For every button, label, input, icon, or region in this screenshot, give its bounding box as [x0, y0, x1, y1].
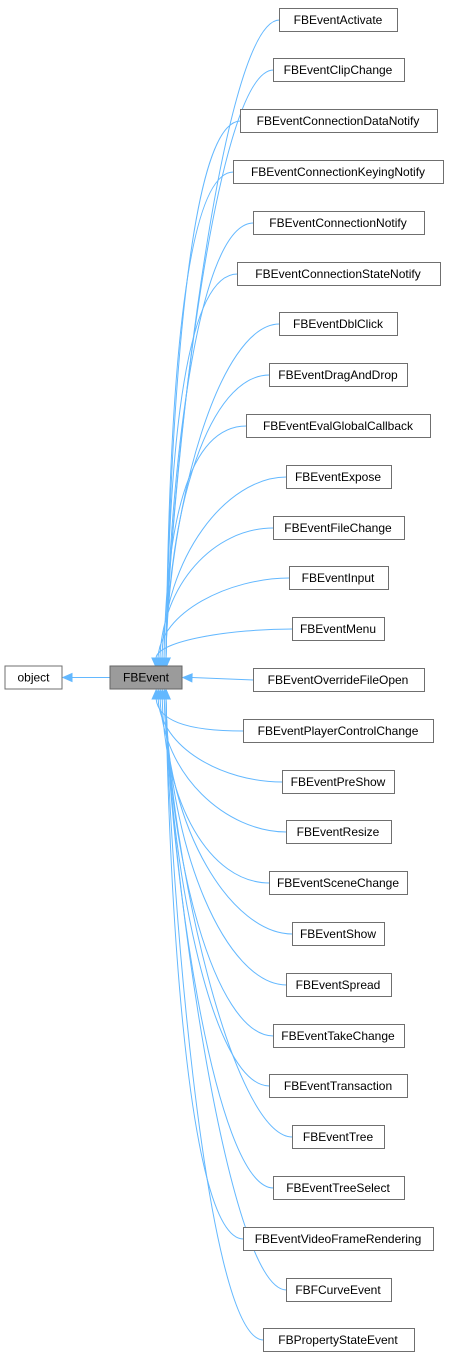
node-fb-event-connection-data-notify[interactable]: FBEventConnectionDataNotify: [240, 109, 438, 133]
node-fb-event-connection-notify-label: FBEventConnectionNotify: [269, 216, 406, 230]
node-object-label: object: [17, 671, 50, 685]
node-fb-event-clip-change-label: FBEventClipChange: [284, 63, 393, 77]
node-fb-event-dbl-click-label: FBEventDblClick: [293, 317, 384, 331]
node-fb-event-override-file-open[interactable]: FBEventOverrideFileOpen: [253, 668, 425, 692]
node-fb-event-connection-keying-notify[interactable]: FBEventConnectionKeyingNotify: [233, 160, 444, 184]
node-fb-event-connection-state-notify-label: FBEventConnectionStateNotify: [255, 267, 420, 281]
arrowhead-fbevent-to-object: [61, 672, 73, 683]
subclass-nodes: FBEventActivateFBEventClipChangeFBEventC…: [233, 8, 444, 1352]
edge-fb-event-connection-notify: [165, 222, 254, 659]
edge-fb-event-take-change: [165, 698, 274, 1037]
node-fb-event-spread-label: FBEventSpread: [296, 978, 381, 992]
node-fbf-curve-event-label: FBFCurveEvent: [295, 1283, 381, 1297]
edge-fb-event-drag-and-drop: [165, 374, 270, 659]
node-fb-event-connection-data-notify-label: FBEventConnectionDataNotify: [257, 114, 420, 128]
edge-fb-event-file-change: [159, 527, 274, 659]
edge-fb-event-video-frame-rendering: [165, 698, 244, 1240]
edge-fb-event-override-file-open: [191, 677, 254, 681]
node-fb-event-drag-and-drop-label: FBEventDragAndDrop: [278, 368, 398, 382]
node-fb-event-dbl-click[interactable]: FBEventDblClick: [279, 312, 398, 336]
node-fb-event-input-label: FBEventInput: [302, 571, 375, 585]
node-fb-event-take-change-label: FBEventTakeChange: [281, 1029, 395, 1043]
node-fb-event-pre-show[interactable]: FBEventPreShow: [282, 770, 395, 794]
edge-fb-event-connection-state-notify: [165, 273, 238, 659]
edge-fb-property-state-event: [165, 698, 264, 1341]
node-fb-event-expose-label: FBEventExpose: [295, 470, 381, 484]
edge-fb-event-dbl-click: [165, 323, 280, 659]
arrowhead-fb-event-override-file-open: [181, 673, 193, 683]
node-fb-event-override-file-open-label: FBEventOverrideFileOpen: [268, 673, 409, 687]
node-fb-event-tree[interactable]: FBEventTree: [292, 1125, 385, 1149]
node-fb-event-drag-and-drop[interactable]: FBEventDragAndDrop: [269, 363, 408, 387]
node-fb-event-resize-label: FBEventResize: [297, 825, 380, 839]
edge-fb-event-clip-change: [165, 69, 274, 659]
edge-fb-event-player-control-change: [155, 698, 244, 732]
node-fb-event-spread[interactable]: FBEventSpread: [286, 973, 392, 997]
node-fb-event-player-control-change[interactable]: FBEventPlayerControlChange: [243, 719, 434, 743]
node-fb-event-show-label: FBEventShow: [300, 927, 376, 941]
node-fbf-curve-event[interactable]: FBFCurveEvent: [286, 1278, 392, 1302]
node-fb-event-activate[interactable]: FBEventActivate: [279, 8, 398, 32]
node-fbevent-label: FBEvent: [123, 671, 170, 685]
node-fb-event-file-change[interactable]: FBEventFileChange: [273, 516, 405, 540]
edge-fb-event-tree: [165, 698, 293, 1138]
node-fb-event-eval-global-callback[interactable]: FBEventEvalGlobalCallback: [246, 414, 431, 438]
node-fb-event-expose[interactable]: FBEventExpose: [286, 465, 392, 489]
edge-fb-event-tree-select: [165, 698, 274, 1189]
edge-fb-event-input: [157, 577, 290, 659]
node-fb-event-scene-change-label: FBEventSceneChange: [277, 876, 399, 890]
node-fb-event-take-change[interactable]: FBEventTakeChange: [273, 1024, 405, 1048]
node-fb-event-pre-show-label: FBEventPreShow: [291, 775, 386, 789]
node-fb-event-connection-keying-notify-label: FBEventConnectionKeyingNotify: [251, 165, 425, 179]
node-fb-event-eval-global-callback-label: FBEventEvalGlobalCallback: [263, 419, 414, 433]
node-fb-event-tree-select-label: FBEventTreeSelect: [286, 1181, 390, 1195]
node-fb-event-player-control-change-label: FBEventPlayerControlChange: [258, 724, 419, 738]
node-fb-event-file-change-label: FBEventFileChange: [284, 521, 392, 535]
node-fb-event-activate-label: FBEventActivate: [294, 13, 383, 27]
node-fb-event-tree-select[interactable]: FBEventTreeSelect: [273, 1176, 405, 1200]
node-fb-event-menu-label: FBEventMenu: [300, 622, 376, 636]
node-fb-event-scene-change[interactable]: FBEventSceneChange: [269, 871, 408, 895]
node-fb-event-transaction-label: FBEventTransaction: [284, 1079, 392, 1093]
node-fb-event-connection-notify[interactable]: FBEventConnectionNotify: [253, 211, 425, 235]
node-object[interactable]: object: [4, 665, 63, 690]
node-fb-event-input[interactable]: FBEventInput: [289, 566, 389, 590]
node-fb-event-clip-change[interactable]: FBEventClipChange: [273, 58, 405, 82]
node-fb-event-show[interactable]: FBEventShow: [292, 922, 385, 946]
edge-fb-event-eval-global-callback: [163, 425, 247, 659]
edge-fbf-curve-event: [165, 698, 287, 1291]
edge-fb-event-connection-keying-notify: [165, 171, 234, 659]
inheritance-edges: [61, 19, 293, 1341]
node-fb-event-connection-state-notify[interactable]: FBEventConnectionStateNotify: [237, 262, 441, 286]
node-fb-event-video-frame-rendering[interactable]: FBEventVideoFrameRendering: [243, 1227, 434, 1251]
node-fb-property-state-event[interactable]: FBPropertyStateEvent: [263, 1328, 415, 1352]
node-fb-event-transaction[interactable]: FBEventTransaction: [269, 1074, 408, 1098]
edge-fb-event-spread: [165, 698, 287, 986]
edge-fb-event-resize: [159, 698, 287, 833]
node-fb-property-state-event-label: FBPropertyStateEvent: [278, 1333, 398, 1347]
node-fb-event-video-frame-rendering-label: FBEventVideoFrameRendering: [255, 1232, 422, 1246]
arrowhead-fb-property-state-event: [161, 688, 171, 700]
node-fbevent[interactable]: FBEvent: [109, 665, 183, 690]
arrowhead-fb-event-menu: [151, 657, 161, 669]
edge-fb-event-scene-change: [161, 698, 270, 884]
node-fb-event-menu[interactable]: FBEventMenu: [292, 617, 385, 641]
node-fb-event-tree-label: FBEventTree: [303, 1130, 374, 1144]
edge-fb-event-menu: [155, 628, 293, 659]
node-fb-event-resize[interactable]: FBEventResize: [286, 820, 392, 844]
